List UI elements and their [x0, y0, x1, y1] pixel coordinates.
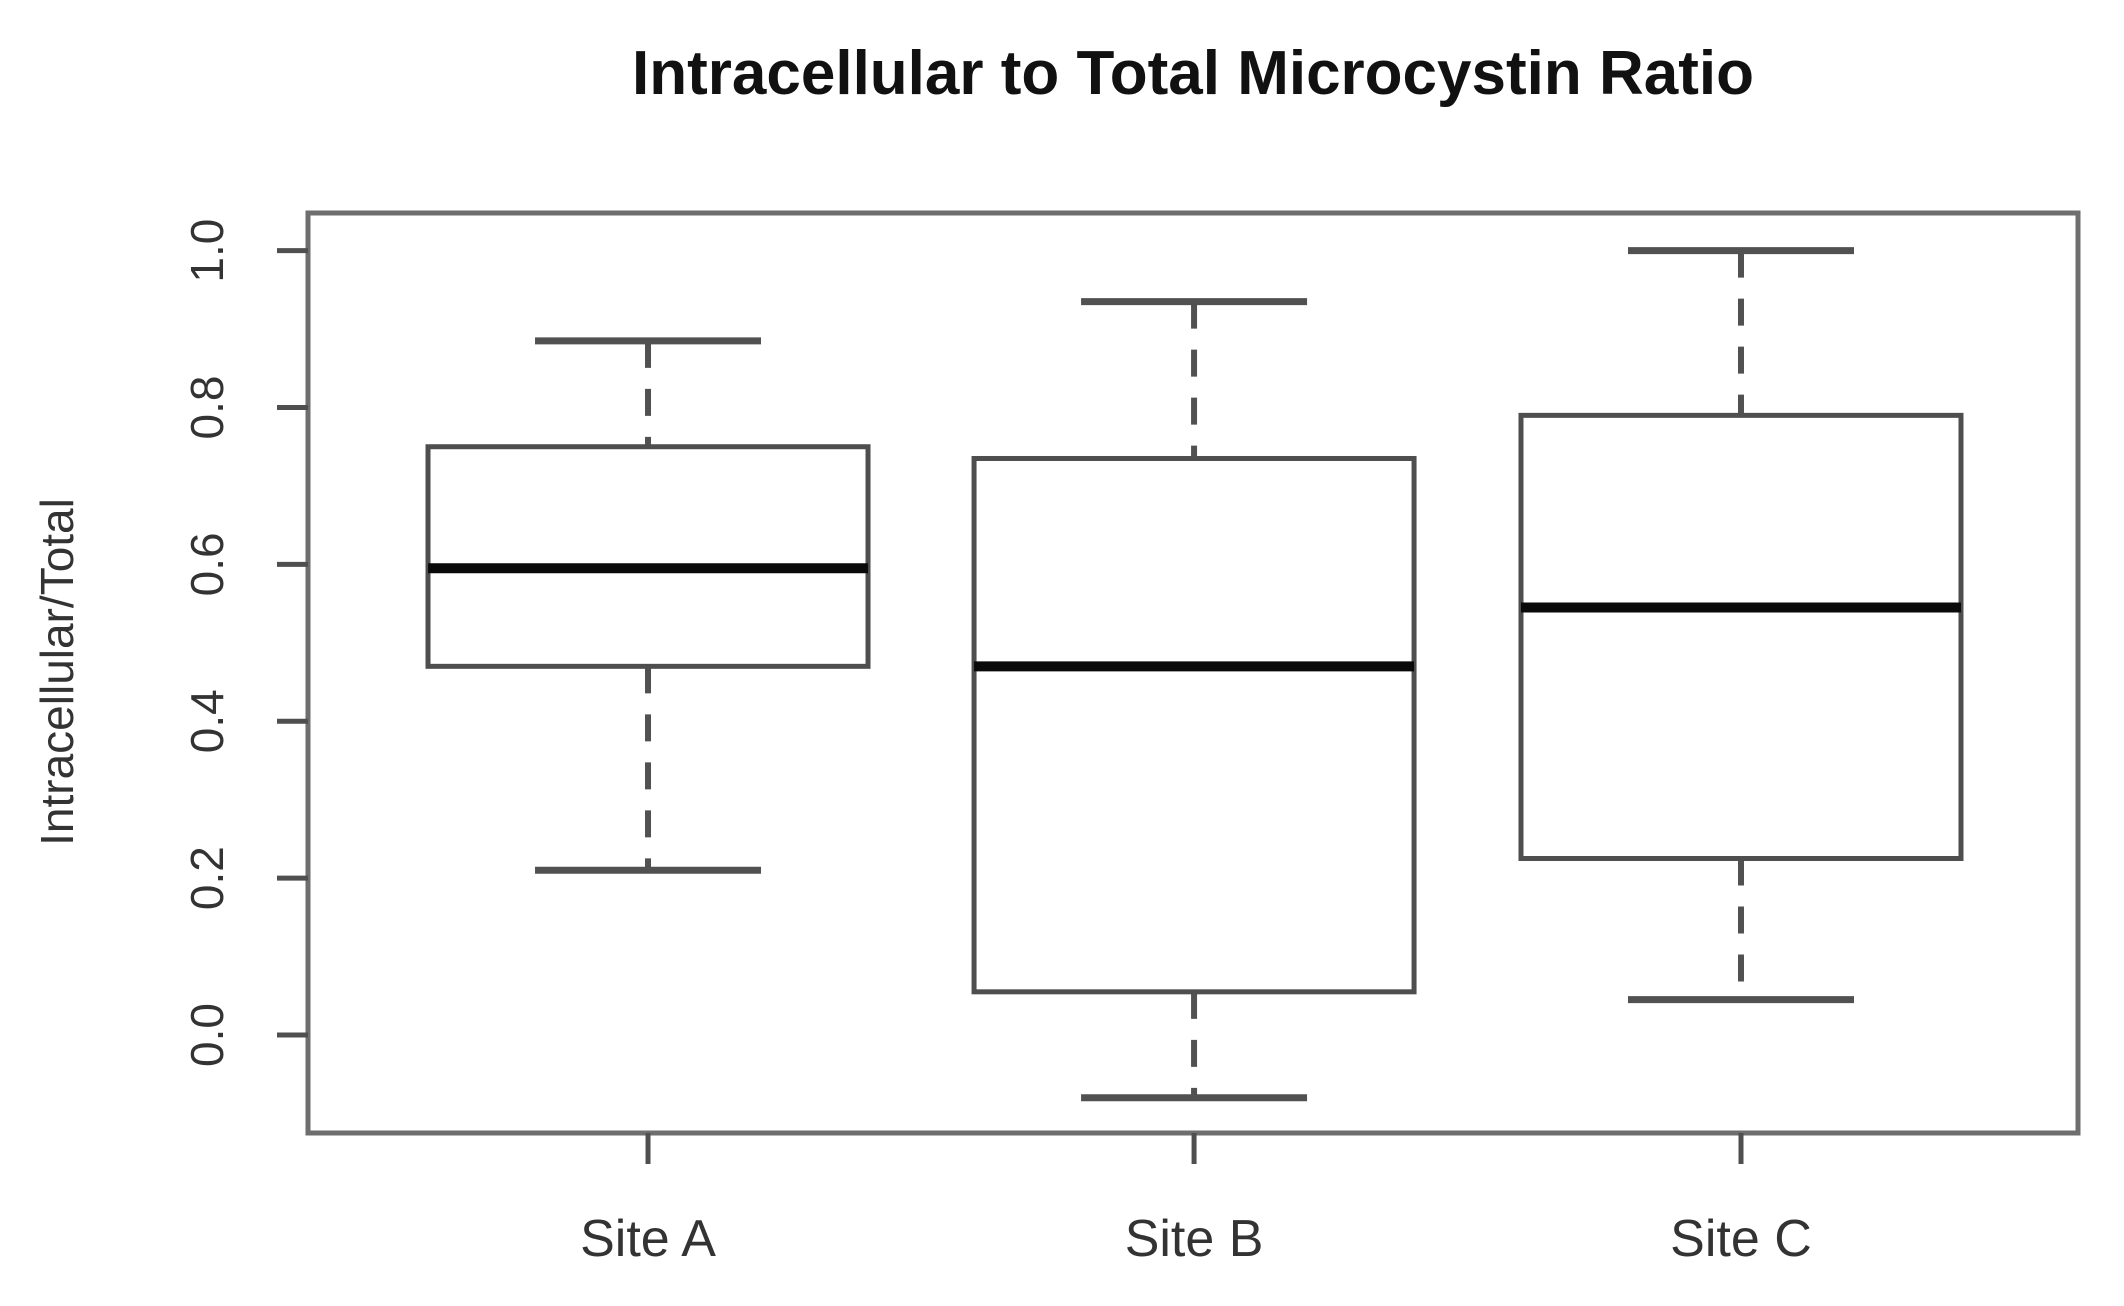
x-tick-label-site-a: Site A: [580, 1210, 716, 1268]
y-tick-label-0.4: 0.4: [181, 689, 233, 753]
y-tick-label-1.0: 1.0: [181, 219, 233, 283]
chart-title: Intracellular to Total Microcystin Ratio: [632, 39, 1754, 108]
box-site-b: [971, 455, 1417, 995]
y-tick-label-0.2: 0.2: [181, 846, 233, 910]
y-tick-label-0.6: 0.6: [181, 532, 233, 596]
y-tick-label-0.8: 0.8: [181, 376, 233, 440]
box-site-a: [425, 444, 871, 669]
x-tick-label-site-c: Site C: [1670, 1210, 1812, 1268]
x-tick-label-site-b: Site B: [1125, 1210, 1264, 1268]
y-tick-label-0.0: 0.0: [181, 1003, 233, 1067]
box-site-c: [1518, 412, 1964, 861]
